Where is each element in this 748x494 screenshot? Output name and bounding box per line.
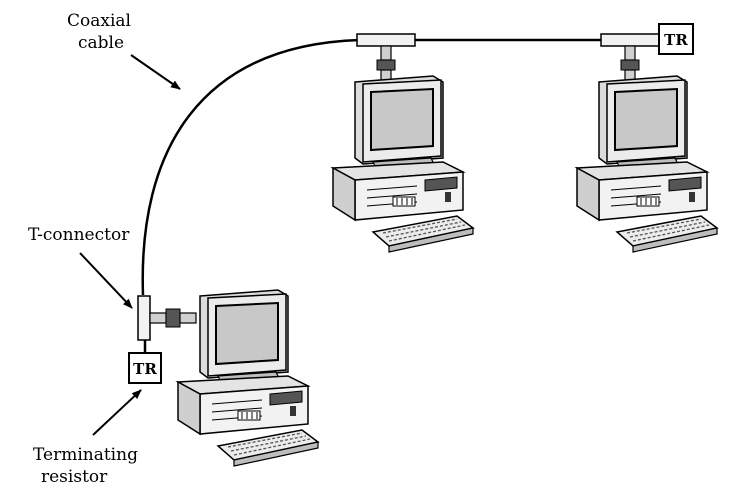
computer-workstation-middle (332, 75, 474, 253)
arrow-t-connector (79, 252, 133, 309)
terminator-label-left: TR (133, 360, 157, 378)
computer-workstation-bottom (177, 289, 319, 467)
computer-workstation-right (576, 75, 718, 253)
label-t-connector: T-connector (28, 225, 130, 245)
label-coaxial-cable-line2: cable (78, 33, 125, 53)
t-connector-left (137, 295, 197, 341)
arrow-coaxial-cable (130, 54, 181, 90)
coaxial-cable (141, 38, 605, 296)
terminating-resistor-left: TR (128, 352, 162, 384)
label-terminating-resistor-line2: resistor (41, 467, 108, 487)
arrow-terminating-resistor (92, 389, 142, 436)
t-connector-right (600, 33, 660, 83)
terminator-label-right: TR (664, 31, 688, 49)
label-terminating-resistor-line1: Terminating (33, 445, 138, 465)
t-connector-middle (356, 33, 416, 83)
terminating-resistor-right: TR (658, 23, 694, 55)
label-coaxial-cable-line1: Coaxial (67, 11, 131, 31)
